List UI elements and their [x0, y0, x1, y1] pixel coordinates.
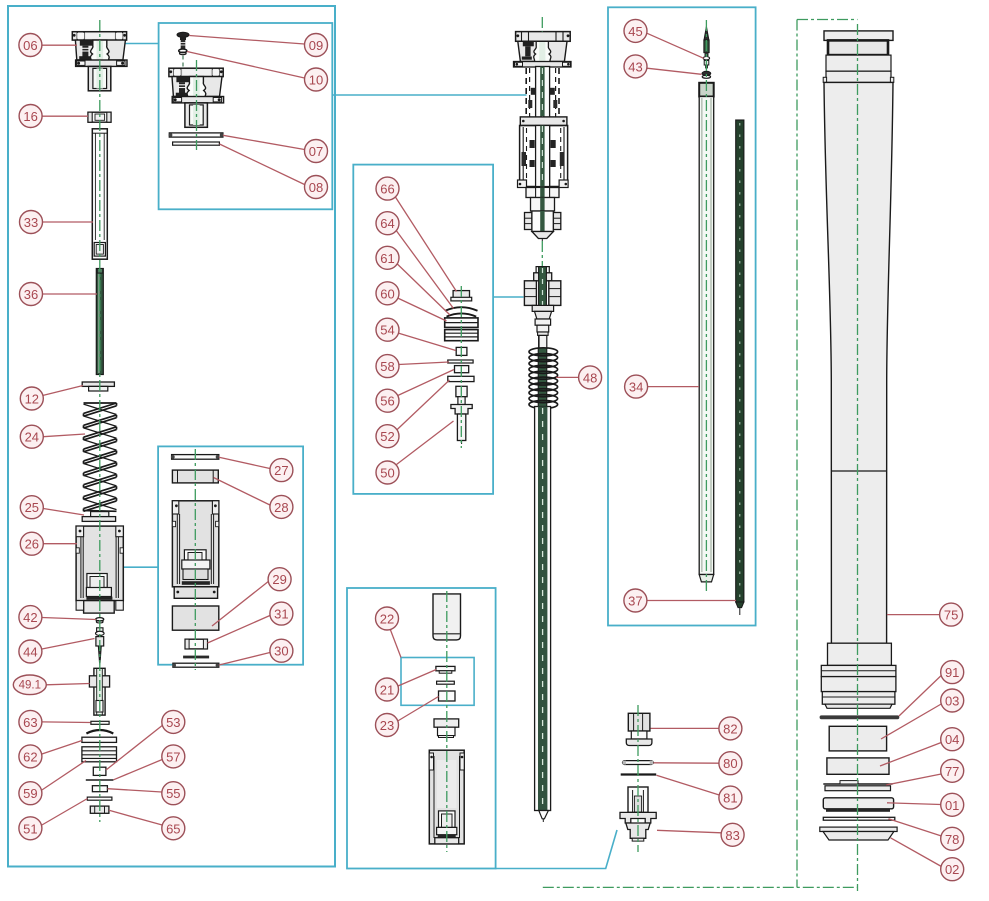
svg-text:53: 53: [166, 715, 180, 730]
svg-text:44: 44: [23, 645, 37, 660]
svg-text:51: 51: [23, 821, 37, 836]
svg-text:10: 10: [309, 73, 323, 88]
svg-text:48: 48: [583, 370, 597, 385]
svg-text:37: 37: [628, 594, 642, 609]
svg-text:81: 81: [723, 791, 737, 806]
svg-text:25: 25: [25, 500, 39, 515]
svg-text:45: 45: [628, 24, 642, 39]
svg-text:64: 64: [380, 216, 394, 231]
svg-text:12: 12: [25, 392, 39, 407]
svg-text:63: 63: [23, 715, 37, 730]
svg-text:75: 75: [944, 608, 958, 623]
svg-text:78: 78: [945, 832, 959, 847]
svg-text:66: 66: [380, 182, 394, 197]
svg-text:34: 34: [629, 380, 643, 395]
svg-text:31: 31: [274, 607, 288, 622]
svg-text:80: 80: [723, 756, 737, 771]
svg-text:07: 07: [309, 144, 323, 159]
svg-text:09: 09: [309, 38, 323, 53]
svg-text:62: 62: [23, 749, 37, 764]
svg-text:61: 61: [380, 251, 394, 266]
svg-text:21: 21: [380, 683, 394, 698]
svg-text:23: 23: [380, 718, 394, 733]
svg-text:33: 33: [24, 215, 38, 230]
svg-text:27: 27: [274, 463, 288, 478]
svg-text:06: 06: [23, 38, 37, 53]
svg-text:83: 83: [725, 828, 739, 843]
svg-text:29: 29: [272, 572, 286, 587]
svg-text:22: 22: [380, 612, 394, 627]
svg-text:54: 54: [380, 323, 394, 338]
svg-text:30: 30: [274, 644, 288, 659]
svg-text:01: 01: [945, 798, 959, 813]
svg-text:60: 60: [380, 286, 394, 301]
svg-text:49.1: 49.1: [19, 679, 41, 691]
svg-text:36: 36: [24, 287, 38, 302]
svg-text:24: 24: [25, 430, 39, 445]
svg-text:02: 02: [945, 862, 959, 877]
svg-text:65: 65: [166, 821, 180, 836]
svg-text:56: 56: [380, 394, 394, 409]
svg-text:57: 57: [166, 749, 180, 764]
svg-text:03: 03: [945, 694, 959, 709]
svg-text:28: 28: [274, 500, 288, 515]
svg-text:26: 26: [25, 537, 39, 552]
svg-text:59: 59: [23, 786, 37, 801]
svg-text:16: 16: [23, 109, 37, 124]
svg-text:04: 04: [945, 732, 959, 747]
svg-text:91: 91: [945, 665, 959, 680]
svg-text:08: 08: [309, 180, 323, 195]
svg-text:52: 52: [380, 429, 394, 444]
svg-text:77: 77: [945, 764, 959, 779]
svg-text:55: 55: [166, 786, 180, 801]
svg-text:50: 50: [380, 466, 394, 481]
svg-text:42: 42: [23, 610, 37, 625]
svg-text:43: 43: [628, 59, 642, 74]
svg-text:58: 58: [380, 359, 394, 374]
svg-text:82: 82: [723, 721, 737, 736]
